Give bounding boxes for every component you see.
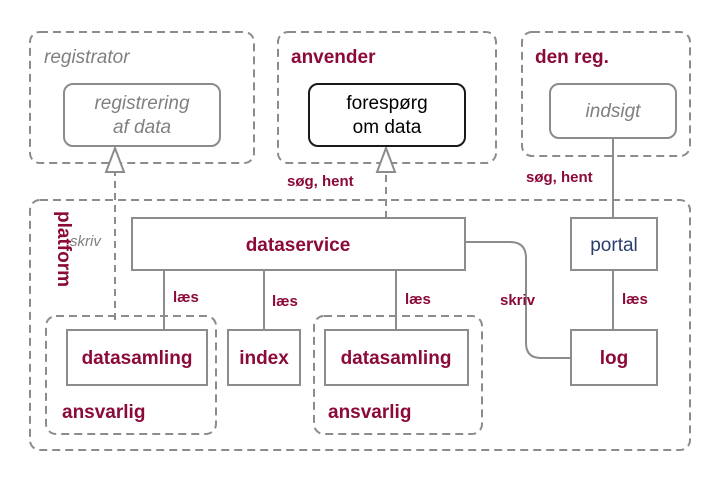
index-label: index [239,348,289,369]
portal-label: portal [590,235,638,256]
log-label: log [600,348,629,369]
indsigt-box [549,83,677,139]
skriv-arrowhead [104,145,126,173]
registrering-box [63,83,221,147]
skriv-log-line [465,241,571,359]
platform-title: platform [53,211,74,287]
datasamling-box-right [324,329,469,386]
indsigt-label: indsigt [586,101,642,122]
platform-group [29,199,691,451]
registrering-line2: af data [113,117,171,138]
dataservice-box [131,217,466,271]
portal-box [570,217,658,271]
ansvarlig-group-left [45,315,217,435]
den-reg-group [521,31,691,157]
edge-label-soeg-hent-anvender: søg, hent [287,173,354,190]
ansvarlig-label-left: ansvarlig [62,402,145,423]
registrering-line1: registrering [94,93,189,114]
edge-label-laes-index: læs [272,293,298,310]
forespoerg-line1: forespørg [346,93,427,114]
datasamling-label-left: datasamling [82,348,193,369]
edge-label-laes-portal: læs [622,291,648,308]
dataservice-label: dataservice [246,235,351,256]
den-reg-title: den reg. [535,47,609,68]
datasamling-box-left [66,329,208,386]
log-box [570,329,658,386]
forespoerg-box [308,83,466,147]
registrator-group [29,31,255,164]
edge-label-laes-left: læs [173,289,199,306]
ansvarlig-label-right: ansvarlig [328,402,411,423]
edge-label-laes-right: læs [405,291,431,308]
forespoerg-line2: om data [353,117,422,138]
anvender-group [277,31,497,164]
edge-label-skriv-registrator: skriv [70,233,102,250]
edge-label-soeg-hent-den-reg: søg, hent [526,169,593,186]
soeg-hent-arrowhead [375,145,397,173]
registrator-title: registrator [44,47,130,68]
ansvarlig-group-right [313,315,483,435]
datasamling-label-right: datasamling [341,348,452,369]
edge-label-skriv-log: skriv [500,292,536,309]
anvender-title: anvender [291,47,376,68]
index-box [227,329,301,386]
